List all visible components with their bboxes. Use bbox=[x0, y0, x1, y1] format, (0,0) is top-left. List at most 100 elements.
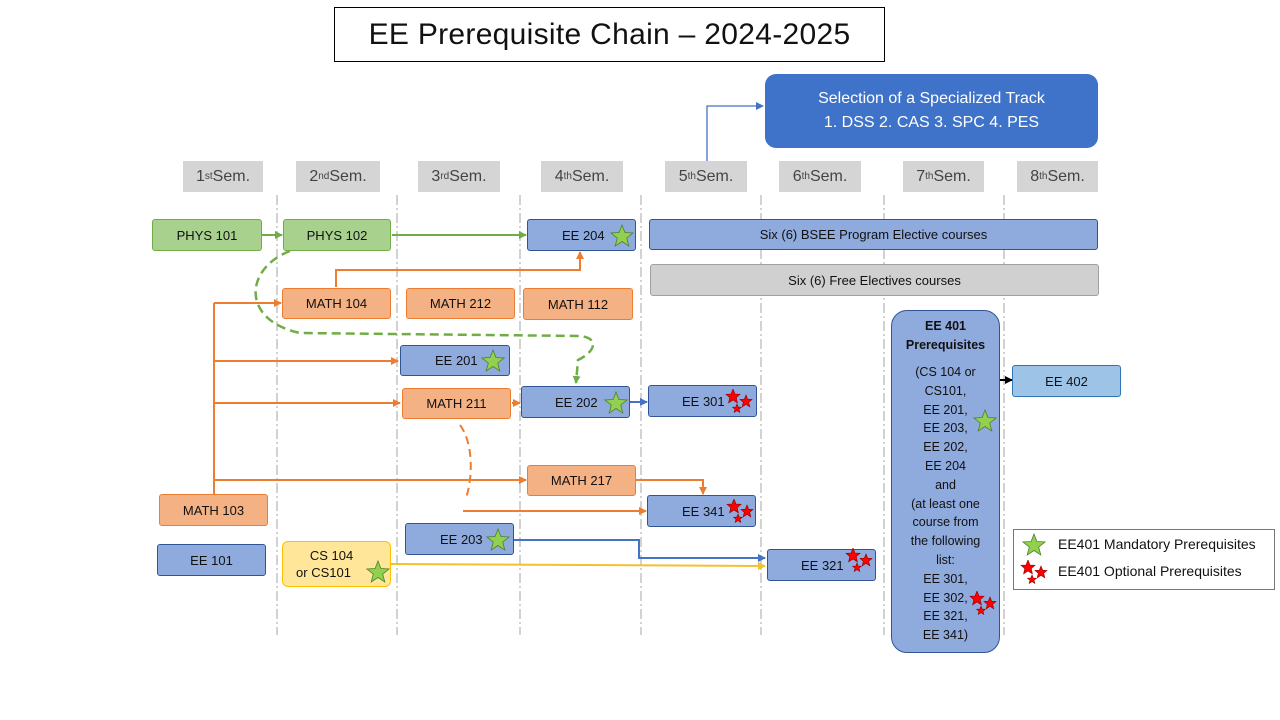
program-electives-bar: Six (6) BSEE Program Elective courses bbox=[649, 219, 1098, 250]
course-ee203: EE 203 bbox=[405, 523, 514, 555]
course-label: MATH 112 bbox=[547, 296, 609, 312]
course-label: EE 321 bbox=[801, 557, 844, 573]
arrow-math217-ee341 bbox=[636, 479, 707, 495]
course-ee321: EE 321 bbox=[767, 548, 876, 581]
green-star-icon bbox=[366, 560, 390, 583]
course-math112: MATH 112 bbox=[523, 288, 633, 320]
semester-number: 1 bbox=[195, 167, 205, 185]
course-label: CS 104 bbox=[309, 548, 354, 563]
semester-suffix: th bbox=[925, 171, 934, 182]
semester-label: Sem. bbox=[449, 167, 487, 185]
course-label: EE 201 bbox=[435, 353, 478, 368]
legend: EE401 Mandatory Prerequisites EE401 Opti… bbox=[1013, 529, 1275, 590]
electives-label: Six (6) Free Electives courses bbox=[788, 272, 961, 288]
course-math212: MATH 212 bbox=[406, 288, 515, 319]
course-math104: MATH 104 bbox=[282, 288, 391, 319]
green-star-icon bbox=[604, 391, 628, 414]
course-ee101: EE 101 bbox=[157, 544, 266, 576]
course-label: MATH 103 bbox=[182, 502, 245, 518]
course-label: EE 203 bbox=[440, 531, 483, 547]
semester-suffix: th bbox=[563, 171, 572, 182]
semester-label: Sem. bbox=[329, 167, 367, 185]
course-label: MATH 217 bbox=[550, 473, 613, 488]
ee401-requirements: (CS 104 or CS101, EE 201, EE 203, EE 202… bbox=[910, 365, 981, 643]
course-label: EE 341 bbox=[682, 503, 725, 519]
track-options: 1. DSS 2. CAS 3. SPC 4. PES bbox=[823, 114, 1040, 131]
arrow-ee203-ee321 bbox=[514, 539, 766, 562]
green-star-icon bbox=[481, 349, 505, 372]
green-star-icon bbox=[973, 409, 997, 432]
arrow-cs104-ee321 bbox=[390, 561, 766, 570]
course-label: PHYS 101 bbox=[176, 227, 238, 243]
semester-number: 4 bbox=[554, 167, 564, 185]
course-label: MATH 211 bbox=[426, 396, 487, 411]
arrow-phys102-ee202-dashed bbox=[254, 249, 595, 384]
free-electives-bar: Six (6) Free Electives courses bbox=[650, 264, 1099, 296]
semester-suffix: th bbox=[687, 171, 696, 182]
semester-label: Sem. bbox=[933, 167, 971, 185]
green-star-icon bbox=[486, 528, 510, 551]
semester-number: 7 bbox=[916, 167, 926, 185]
track-arrow bbox=[706, 102, 764, 161]
course-ee402: EE 402 bbox=[1012, 365, 1121, 397]
semester-suffix: rd bbox=[440, 171, 450, 182]
red-stars-icon bbox=[845, 548, 873, 573]
specialized-track-box: Selection of a Specialized Track 1. DSS … bbox=[765, 74, 1098, 148]
ee401-prerequisites-box: EE 401 Prerequisites (CS 104 or CS101, E… bbox=[891, 310, 1000, 653]
green-star-icon bbox=[610, 224, 634, 247]
course-label: or CS101 bbox=[296, 565, 351, 580]
semester-label: Sem. bbox=[695, 167, 734, 185]
course-label: EE 204 bbox=[562, 227, 605, 243]
course-ee341: EE 341 bbox=[647, 495, 756, 527]
semester-label: Sem. bbox=[809, 167, 848, 185]
course-label: EE 402 bbox=[1045, 373, 1088, 389]
semester-suffix: nd bbox=[318, 171, 330, 182]
semester-suffix: th bbox=[1039, 171, 1048, 182]
semester-number: 6 bbox=[792, 167, 802, 185]
red-stars-icon bbox=[1020, 560, 1048, 585]
course-phys101: PHYS 101 bbox=[152, 219, 262, 251]
legend-optional-label: EE401 Optional Prerequisites bbox=[1058, 563, 1242, 579]
green-star-icon bbox=[1022, 533, 1046, 556]
semester-number: 2 bbox=[309, 167, 319, 185]
course-label: MATH 212 bbox=[429, 296, 492, 311]
semester-label: Sem. bbox=[212, 167, 251, 185]
red-stars-icon bbox=[969, 591, 997, 616]
course-math211: MATH 211 bbox=[402, 388, 511, 419]
page-title: EE Prerequisite Chain – 2024-2025 bbox=[334, 7, 885, 62]
course-ee202: EE 202 bbox=[521, 386, 630, 418]
semester-label: Sem. bbox=[1047, 167, 1085, 185]
semester-suffix: st bbox=[204, 171, 213, 182]
arrow-math211-ee341-dashed bbox=[459, 424, 472, 501]
course-label: EE 301 bbox=[682, 393, 725, 409]
course-phys102: PHYS 102 bbox=[283, 219, 391, 251]
red-stars-icon bbox=[726, 499, 754, 524]
course-label: PHYS 102 bbox=[306, 227, 368, 243]
course-math217: MATH 217 bbox=[527, 465, 636, 496]
semester-number: 3 bbox=[431, 167, 441, 185]
semester-label: Sem. bbox=[571, 167, 610, 185]
legend-mandatory-label: EE401 Mandatory Prerequisites bbox=[1058, 536, 1256, 552]
course-label: EE 101 bbox=[190, 552, 233, 568]
ee401-heading: EE 401 Prerequisites bbox=[905, 319, 986, 352]
arrow-math104-ee204 bbox=[335, 251, 584, 287]
course-ee201: EE 201 bbox=[400, 345, 510, 376]
track-heading: Selection of a Specialized Track bbox=[818, 90, 1045, 107]
course-label: EE 202 bbox=[555, 394, 598, 410]
course-label: MATH 104 bbox=[305, 296, 368, 311]
course-math103: MATH 103 bbox=[159, 494, 268, 526]
red-stars-icon bbox=[725, 389, 753, 414]
semester-suffix: th bbox=[801, 171, 810, 182]
semester-number: 8 bbox=[1030, 167, 1040, 185]
course-ee204: EE 204 bbox=[527, 219, 636, 251]
semester-number: 5 bbox=[678, 167, 688, 185]
